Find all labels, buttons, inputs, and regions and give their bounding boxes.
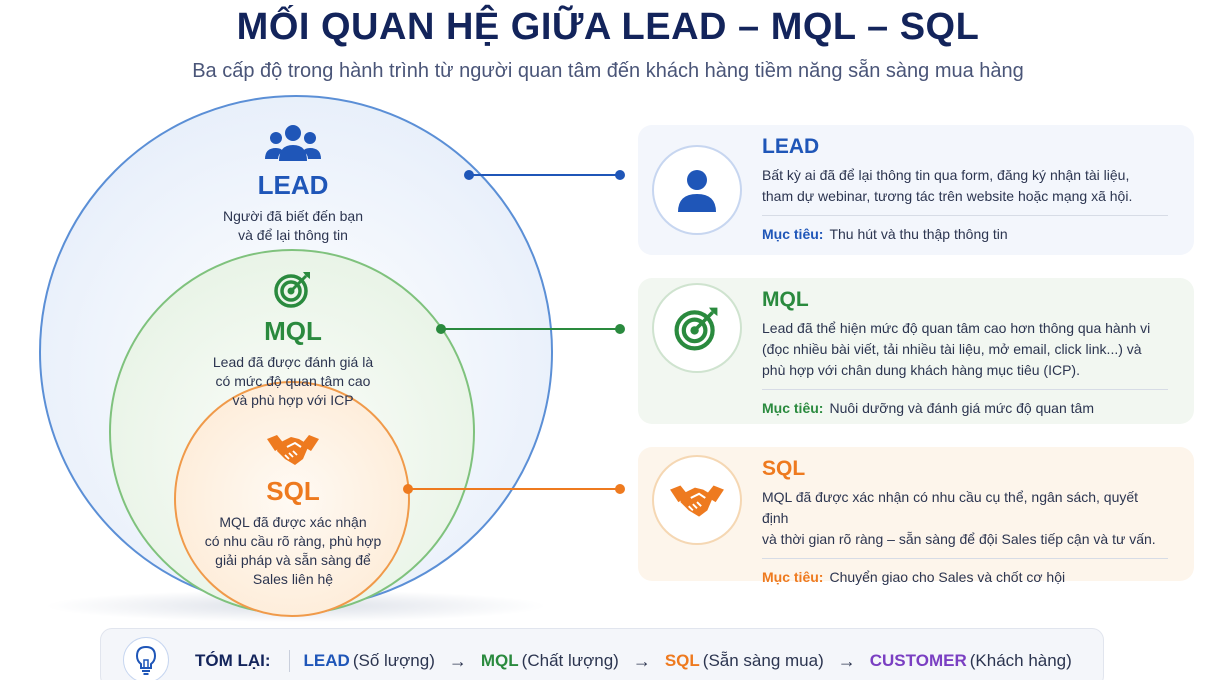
circle-sql-desc-line: giải pháp và sẵn sàng để	[215, 552, 371, 568]
card-mql: MQL Lead đã thể hiện mức độ quan tâm cao…	[638, 278, 1194, 424]
summary-term-mql: MQL	[480, 651, 519, 670]
user-icon	[652, 145, 742, 235]
card-sql-desc: MQL đã được xác nhận có nhu cầu cụ thể, …	[762, 487, 1168, 550]
circle-lead-desc-line: Người đã biết đến bạn	[223, 208, 363, 224]
circle-sql	[174, 381, 410, 617]
card-lead-desc-line: Bất kỳ ai đã để lại thông tin qua form, …	[762, 167, 1130, 183]
card-mql-desc-line: phù hợp với chân dung khách hàng mục tiê…	[762, 362, 1080, 378]
card-divider	[762, 389, 1168, 390]
connector-lead-dot-end	[615, 170, 625, 180]
connector-sql-dot-start	[403, 484, 413, 494]
lightbulb-icon	[123, 637, 169, 680]
circle-sql-content: SQL MQL đã được xác nhận có nhu cầu rõ r…	[178, 428, 408, 589]
handshake-icon	[652, 455, 742, 545]
connector-sql-dot-end	[615, 484, 625, 494]
summary-bar: TÓM LẠI: LEAD (Số lượng) → MQL (Chất lượ…	[100, 628, 1104, 680]
target-icon	[652, 283, 742, 373]
card-lead-title: LEAD	[762, 135, 820, 158]
circle-mql-desc-line: có mức độ quan tâm cao	[215, 373, 371, 389]
card-sql-goal: Mục tiêu: Chuyển giao cho Sales và chốt c…	[762, 569, 1168, 585]
goal-label: Mục tiêu:	[762, 569, 824, 585]
goal-text: Nuôi dưỡng và đánh giá mức độ quan tâm	[829, 400, 1094, 416]
card-lead-goal: Mục tiêu: Thu hút và thu thập thông tin	[762, 226, 1168, 242]
summary-note-customer: (Khách hàng)	[969, 651, 1072, 670]
arrow-right-icon: →	[632, 650, 651, 671]
card-lead-desc: Bất kỳ ai đã để lại thông tin qua form, …	[762, 165, 1168, 207]
card-mql-body: MQL Lead đã thể hiện mức độ quan tâm cao…	[762, 288, 1168, 416]
goal-text: Thu hút và thu thập thông tin	[829, 226, 1008, 242]
connector-mql-dot-start	[436, 324, 446, 334]
connector-mql-dot-end	[615, 324, 625, 334]
summary-note-lead: (Số lượng)	[352, 651, 435, 670]
circle-mql-desc-line: Lead đã được đánh giá là	[212, 354, 374, 370]
card-lead-body: LEAD Bất kỳ ai đã để lại thông tin qua f…	[762, 135, 1168, 242]
summary-term-sql: SQL	[664, 651, 700, 670]
summary-term-lead: LEAD	[303, 651, 350, 670]
card-mql-desc-line: Lead đã thể hiện mức độ quan tâm cao hơn…	[762, 320, 1151, 336]
card-sql-title: SQL	[762, 457, 806, 480]
card-divider	[762, 558, 1168, 559]
circle-sql-desc-line: có nhu cầu rõ ràng, phù hợp	[204, 533, 382, 549]
circle-mql-title: MQL	[264, 316, 322, 346]
card-sql-body: SQL MQL đã được xác nhận có nhu cầu cụ t…	[762, 457, 1168, 585]
goal-label: Mục tiêu:	[762, 226, 824, 242]
card-sql-desc-line: và thời gian rõ ràng – sẵn sàng để đội S…	[762, 531, 1156, 547]
circle-sql-desc-line: MQL đã được xác nhận	[219, 514, 367, 530]
circle-sql-desc-line: Sales liên hệ	[252, 571, 334, 587]
card-lead: LEAD Bất kỳ ai đã để lại thông tin qua f…	[638, 125, 1194, 255]
circle-lead-title: LEAD	[257, 170, 329, 200]
summary-divider	[288, 650, 290, 672]
circle-lead-desc: Người đã biết đến bạn và để lại thông ti…	[178, 207, 408, 245]
page-title: MỐI QUAN HỆ GIỮA LEAD – MQL – SQL	[236, 6, 980, 48]
circle-mql-content: MQL Lead đã được đánh giá là có mức độ q…	[178, 268, 408, 410]
page-subtitle: Ba cấp độ trong hành trình từ người quan…	[192, 60, 1024, 82]
target-icon	[178, 268, 408, 310]
summary-note-mql: (Chất lượng)	[521, 651, 619, 670]
summary-term-customer: CUSTOMER	[869, 651, 967, 670]
card-sql-desc-line: MQL đã được xác nhận có nhu cầu cụ thể, …	[762, 489, 1139, 526]
circle-lead-content: LEAD Người đã biết đến bạn và để lại thô…	[178, 122, 408, 245]
card-sql: SQL MQL đã được xác nhận có nhu cầu cụ t…	[638, 447, 1194, 585]
arrow-right-icon: →	[448, 650, 467, 671]
goal-text: Chuyển giao cho Sales và chốt cơ hội	[829, 569, 1066, 585]
goal-label: Mục tiêu:	[762, 400, 824, 416]
card-lead-desc-line: tham dự webinar, tương tác trên website …	[762, 188, 1133, 204]
summary-note-sql: (Sẵn sàng mua)	[702, 651, 824, 670]
users-icon	[178, 122, 408, 164]
connector-lead-dot-start	[464, 170, 474, 180]
summary-row: TÓM LẠI: LEAD (Số lượng) → MQL (Chất lượ…	[195, 650, 1072, 672]
circle-sql-title: SQL	[266, 476, 320, 506]
circle-mql-desc-line: và phù hợp với ICP	[232, 392, 354, 408]
card-mql-goal: Mục tiêu: Nuôi dưỡng và đánh giá mức độ q…	[762, 400, 1168, 416]
arrow-right-icon: →	[837, 650, 856, 671]
circle-sql-desc: MQL đã được xác nhận có nhu cầu rõ ràng,…	[178, 513, 408, 589]
card-mql-title: MQL	[762, 288, 809, 311]
circle-mql-desc: Lead đã được đánh giá là có mức độ quan …	[178, 353, 408, 410]
card-divider	[762, 215, 1168, 216]
card-mql-desc-line: (đọc nhiều bài viết, tải nhiều tài liệu,…	[762, 341, 1142, 357]
circle-lead-desc-line: và để lại thông tin	[238, 227, 348, 243]
card-mql-desc: Lead đã thể hiện mức độ quan tâm cao hơn…	[762, 318, 1168, 381]
handshake-icon	[178, 428, 408, 470]
summary-label: TÓM LẠI:	[195, 651, 271, 670]
